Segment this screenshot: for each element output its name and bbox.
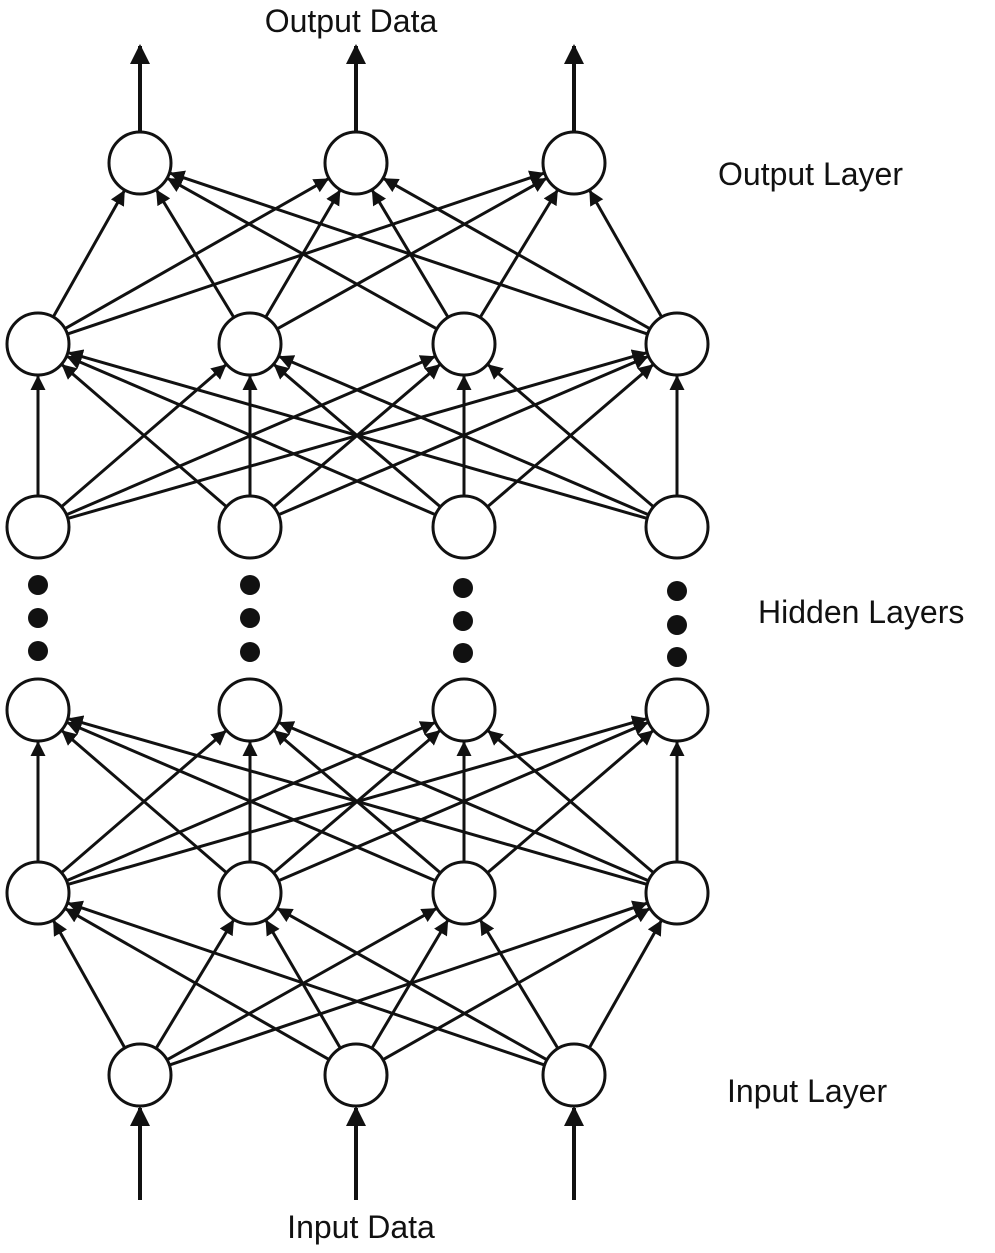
io-arrows — [130, 44, 584, 1200]
connection-edge — [66, 900, 546, 1067]
connection-edge — [166, 176, 438, 331]
connection-edge — [276, 906, 548, 1062]
input-data-label: Input Data — [287, 1209, 435, 1245]
hidden-layer-top-2-node — [431, 311, 497, 377]
connection-edge — [67, 715, 648, 886]
hidden-layer-bottom-2-node — [5, 677, 71, 743]
ellipsis-dot — [453, 611, 473, 631]
output-data-label: Output Data — [265, 3, 438, 39]
hidden-layer-bottom-1-node — [5, 860, 71, 926]
hidden-layer-bottom-2-node — [431, 677, 497, 743]
ellipsis-dot — [28, 608, 48, 628]
ellipsis-dot — [667, 581, 687, 601]
connection-edge — [277, 720, 650, 883]
hidden-layer-bottom-1-node — [644, 860, 710, 926]
output-layer-label: Output Layer — [718, 156, 903, 192]
connection-edges — [30, 170, 685, 1067]
connection-edge — [478, 918, 560, 1050]
connection-edge — [587, 919, 664, 1049]
ellipsis-dot — [240, 575, 260, 595]
output-layer-node — [323, 130, 389, 196]
ellipsis-dot — [28, 575, 48, 595]
input-layer-node — [323, 1042, 389, 1108]
ellipsis-dots — [28, 575, 687, 667]
ellipsis-dot — [667, 647, 687, 667]
input-layer-node — [541, 1042, 607, 1108]
connection-edge — [382, 906, 651, 1062]
connection-edge — [65, 720, 437, 883]
hidden-layer-bottom-1-node — [431, 860, 497, 926]
input-layer-label: Input Layer — [727, 1073, 887, 1109]
hidden-layer-top-1-node — [5, 494, 71, 560]
hidden-layers-label: Hidden Layers — [758, 594, 964, 630]
output-layer-node — [107, 130, 173, 196]
ellipsis-dot — [453, 578, 473, 598]
connection-edge — [65, 354, 437, 517]
network-nodes — [5, 130, 710, 1108]
hidden-layer-top-2-node — [5, 311, 71, 377]
connection-edge — [588, 189, 663, 318]
hidden-layer-bottom-2-node — [217, 677, 283, 743]
hidden-layer-top-2-node — [644, 311, 710, 377]
connection-edge — [67, 349, 648, 520]
connection-edge — [486, 363, 655, 508]
connection-edge — [382, 176, 651, 331]
connection-edge — [51, 189, 127, 318]
connection-edge — [66, 170, 546, 336]
hidden-layer-top-1-node — [431, 494, 497, 560]
ellipsis-dot — [240, 608, 260, 628]
connection-edge — [51, 919, 127, 1049]
ellipsis-dot — [28, 641, 48, 661]
connection-edge — [486, 729, 655, 874]
connection-edge — [277, 354, 650, 517]
hidden-layer-top-1-node — [217, 494, 283, 560]
ellipsis-dot — [453, 643, 473, 663]
ellipsis-dot — [240, 642, 260, 662]
hidden-layer-top-2-node — [217, 311, 283, 377]
connection-edge — [60, 363, 228, 508]
input-layer-node — [107, 1042, 173, 1108]
connection-edge — [64, 907, 330, 1061]
connection-edge — [64, 177, 330, 330]
connection-edge — [60, 729, 228, 874]
ellipsis-dot — [667, 615, 687, 635]
hidden-layer-bottom-1-node — [217, 860, 283, 926]
output-layer-node — [541, 130, 607, 196]
hidden-layer-bottom-2-node — [644, 677, 710, 743]
hidden-layer-top-1-node — [644, 494, 710, 560]
connection-edge — [168, 170, 649, 336]
connection-edge — [154, 188, 236, 319]
